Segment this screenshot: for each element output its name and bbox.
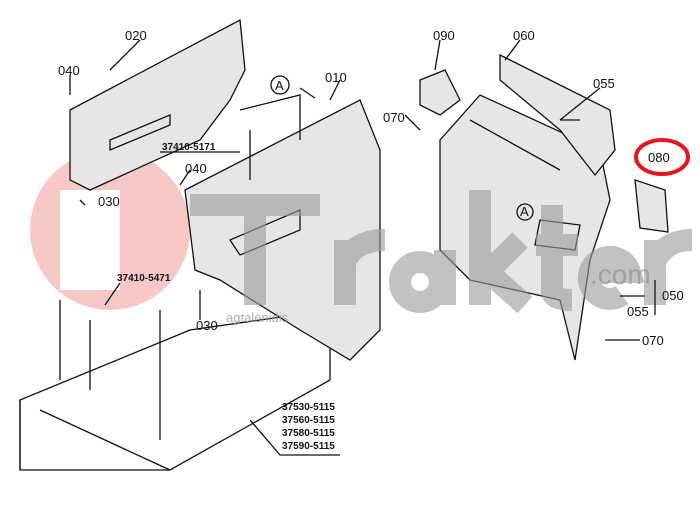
callout-070-b: 070 [642,333,664,348]
part-080-plate [634,179,669,233]
watermark-sub: agtalenidis [226,310,289,325]
watermark-logo [30,150,190,310]
part-number-37560-5115: 37560-5115 [282,415,335,426]
callout-030-b: 030 [196,318,218,333]
callout-040-a: 040 [58,63,80,78]
part-number-37580-5115: 37580-5115 [282,428,335,439]
part-060 [499,53,616,177]
reference-a-circle [270,75,290,95]
watermark-brand [190,190,693,314]
callout-040-b: 040 [185,161,207,176]
part-number-37590-5115: 37590-5115 [282,441,335,452]
callout-030-a: 030 [98,194,120,209]
callout-055-a: 055 [593,76,615,91]
part-number-37530-5115: 37530-5115 [282,402,335,413]
callout-070-a: 070 [383,110,405,125]
callout-080: 080 [648,150,670,165]
part-020-panel [69,18,246,191]
callout-020: 020 [125,28,147,43]
part-010-panel [184,99,381,361]
callout-090: 090 [433,28,455,43]
part-090 [419,69,461,116]
callout-060: 060 [513,28,535,43]
part-number-37410-5171: 37410-5171 [162,142,216,153]
callout-055-b: 055 [627,304,649,319]
reference-a-2: A [520,204,529,219]
watermark-domain: .com [590,259,651,290]
callout-010: 010 [325,70,347,85]
part-number-37410-5471: 37410-5471 [117,273,171,284]
highlight-circle-080 [634,138,690,176]
callout-050: 050 [662,288,684,303]
reference-a: A [275,78,284,93]
floor-frame [19,300,331,471]
reference-a-circle-2 [516,203,534,221]
